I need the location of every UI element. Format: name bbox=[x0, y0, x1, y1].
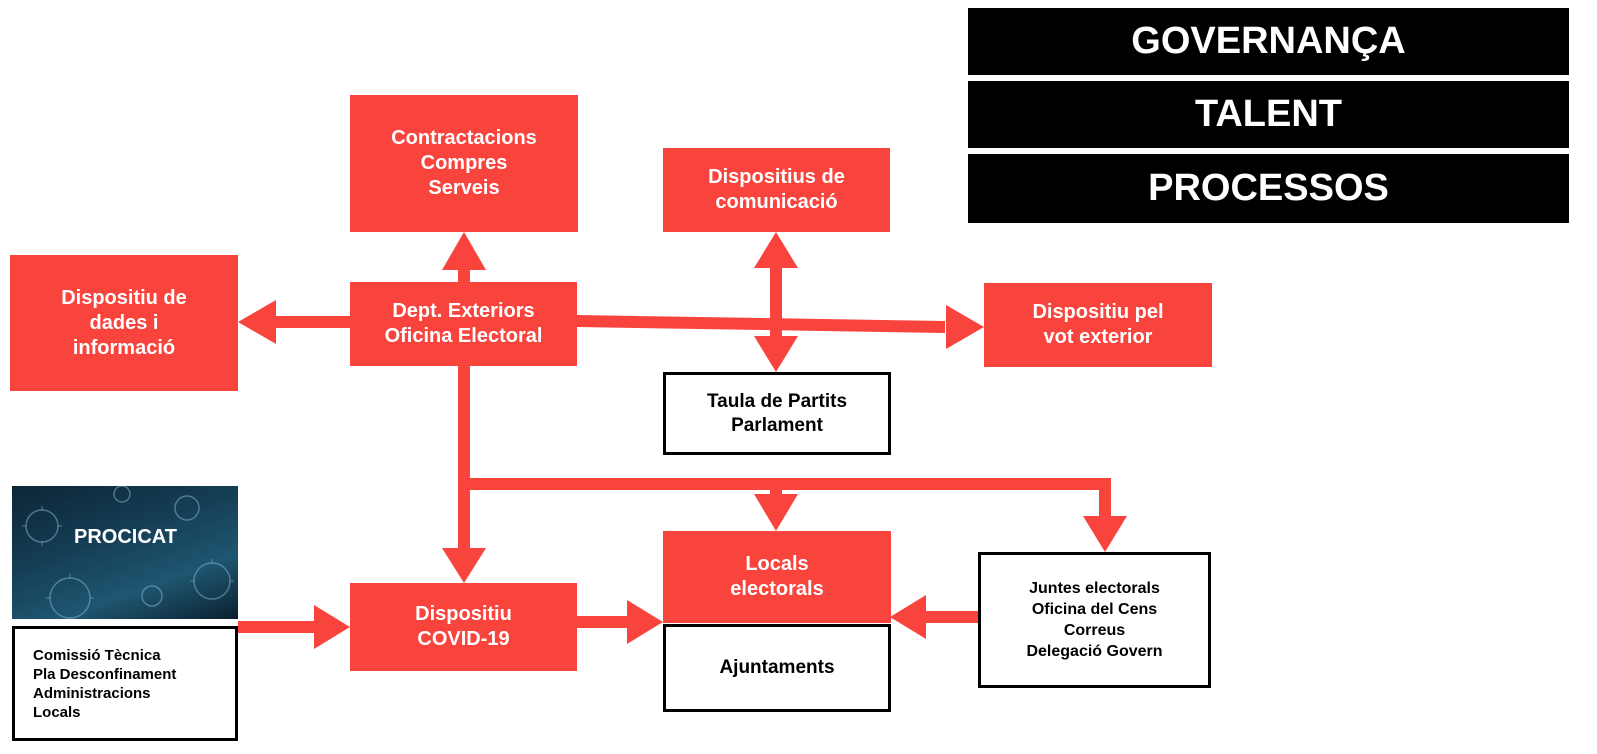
legend-processos-label: PROCESSOS bbox=[1148, 167, 1389, 209]
legend-processos: PROCESSOS bbox=[968, 154, 1569, 223]
connector-procicat-covid bbox=[238, 621, 318, 633]
node-dades-line-2: dades i bbox=[89, 311, 159, 334]
legend-governanca: GOVERNANÇA bbox=[968, 8, 1569, 75]
node-contractacions-line-2: Compres bbox=[420, 152, 508, 174]
arrowhead-taula bbox=[754, 336, 798, 372]
node-juntes: Juntes electorals Oficina del Cens Corre… bbox=[978, 552, 1211, 688]
legend-talent: TALENT bbox=[968, 81, 1569, 148]
connector-branch-juntes bbox=[1099, 484, 1111, 520]
node-vot-exterior: Dispositiu pel vot exterior bbox=[984, 283, 1212, 367]
node-comunicacio: Dispositius de comunicació bbox=[663, 148, 890, 232]
connector-juntes-locals bbox=[924, 611, 978, 623]
node-comissio: Comissió Tècnica Pla Desconfinament Admi… bbox=[12, 626, 238, 741]
legend-governanca-label: GOVERNANÇA bbox=[1131, 20, 1406, 62]
virus-icon bbox=[22, 486, 234, 619]
arrowhead-juntes-locals bbox=[890, 595, 926, 639]
connector-covid-locals bbox=[577, 616, 629, 628]
legend-talent-label: TALENT bbox=[1194, 93, 1343, 135]
arrowhead-covid-locals bbox=[627, 600, 663, 644]
arrowhead-vot bbox=[946, 305, 984, 349]
node-covid: Dispositiu COVID-19 bbox=[350, 583, 577, 671]
node-taula-partits-line-1: Taula de Partits bbox=[706, 390, 848, 412]
connector-branch bbox=[458, 478, 1111, 490]
node-locals-line-2: electorals bbox=[730, 578, 824, 600]
node-dades-line-1: Dispositiu de bbox=[61, 286, 187, 309]
node-exteriors: Dept. Exteriors Oficina Electoral bbox=[350, 282, 577, 366]
arrowhead-contractacions bbox=[442, 232, 486, 270]
node-covid-line-1: Dispositiu bbox=[415, 603, 512, 625]
arrowhead-covid bbox=[442, 548, 486, 583]
node-contractacions-line-3: Serveis bbox=[428, 177, 500, 199]
node-comissio-line-1: Comissió Tècnica bbox=[33, 646, 161, 664]
node-exteriors-line-1: Dept. Exteriors bbox=[392, 300, 535, 322]
node-taula-partits-line-2: Parlament bbox=[731, 414, 823, 436]
arrowhead-procicat-covid bbox=[314, 605, 350, 649]
node-juntes-line-2: Oficina del Cens bbox=[1031, 601, 1158, 618]
node-juntes-line-1: Juntes electorals bbox=[1029, 580, 1160, 597]
node-comunicacio-line-2: comunicació bbox=[715, 191, 838, 213]
arrowhead-comunicacio bbox=[754, 232, 798, 268]
connector-exteriors-dades bbox=[272, 316, 352, 328]
node-comissio-line-3: Administracions bbox=[33, 684, 151, 702]
node-comissio-line-4: Locals bbox=[33, 703, 81, 721]
connector-comunicacio-taula bbox=[770, 262, 782, 340]
node-juntes-line-4: Delegació Govern bbox=[1026, 643, 1163, 660]
arrowhead-locals bbox=[754, 494, 798, 531]
node-ajuntaments-label: Ajuntaments bbox=[719, 657, 835, 678]
node-exteriors-line-2: Oficina Electoral bbox=[384, 325, 543, 347]
node-comissio-line-2: Pla Desconfinament bbox=[33, 665, 177, 683]
node-contractacions: Contractacions Compres Serveis bbox=[350, 95, 578, 232]
node-locals: Locals electorals bbox=[663, 531, 891, 623]
node-locals-line-1: Locals bbox=[745, 553, 809, 575]
procicat-virus-image: PROCICAT bbox=[12, 486, 238, 619]
node-vot-exterior-line-2: vot exterior bbox=[1043, 326, 1153, 348]
node-contractacions-line-1: Contractacions bbox=[391, 127, 537, 149]
node-dades: Dispositiu de dades i informació bbox=[10, 255, 238, 391]
node-juntes-line-3: Correus bbox=[1063, 622, 1126, 639]
node-taula-partits: Taula de Partits Parlament bbox=[663, 372, 891, 455]
node-dades-line-3: informació bbox=[72, 336, 176, 359]
connector-exteriors-covid bbox=[458, 366, 470, 550]
arrowhead-dades bbox=[238, 300, 276, 344]
node-vot-exterior-line-1: Dispositiu pel bbox=[1032, 301, 1164, 323]
connector-exteriors-vot bbox=[577, 315, 945, 333]
node-covid-line-2: COVID-19 bbox=[417, 628, 510, 650]
procicat-label: PROCICAT bbox=[74, 526, 177, 548]
node-ajuntaments: Ajuntaments bbox=[663, 624, 891, 712]
arrowhead-juntes bbox=[1083, 516, 1127, 552]
node-comunicacio-line-1: Dispositius de bbox=[708, 166, 845, 188]
